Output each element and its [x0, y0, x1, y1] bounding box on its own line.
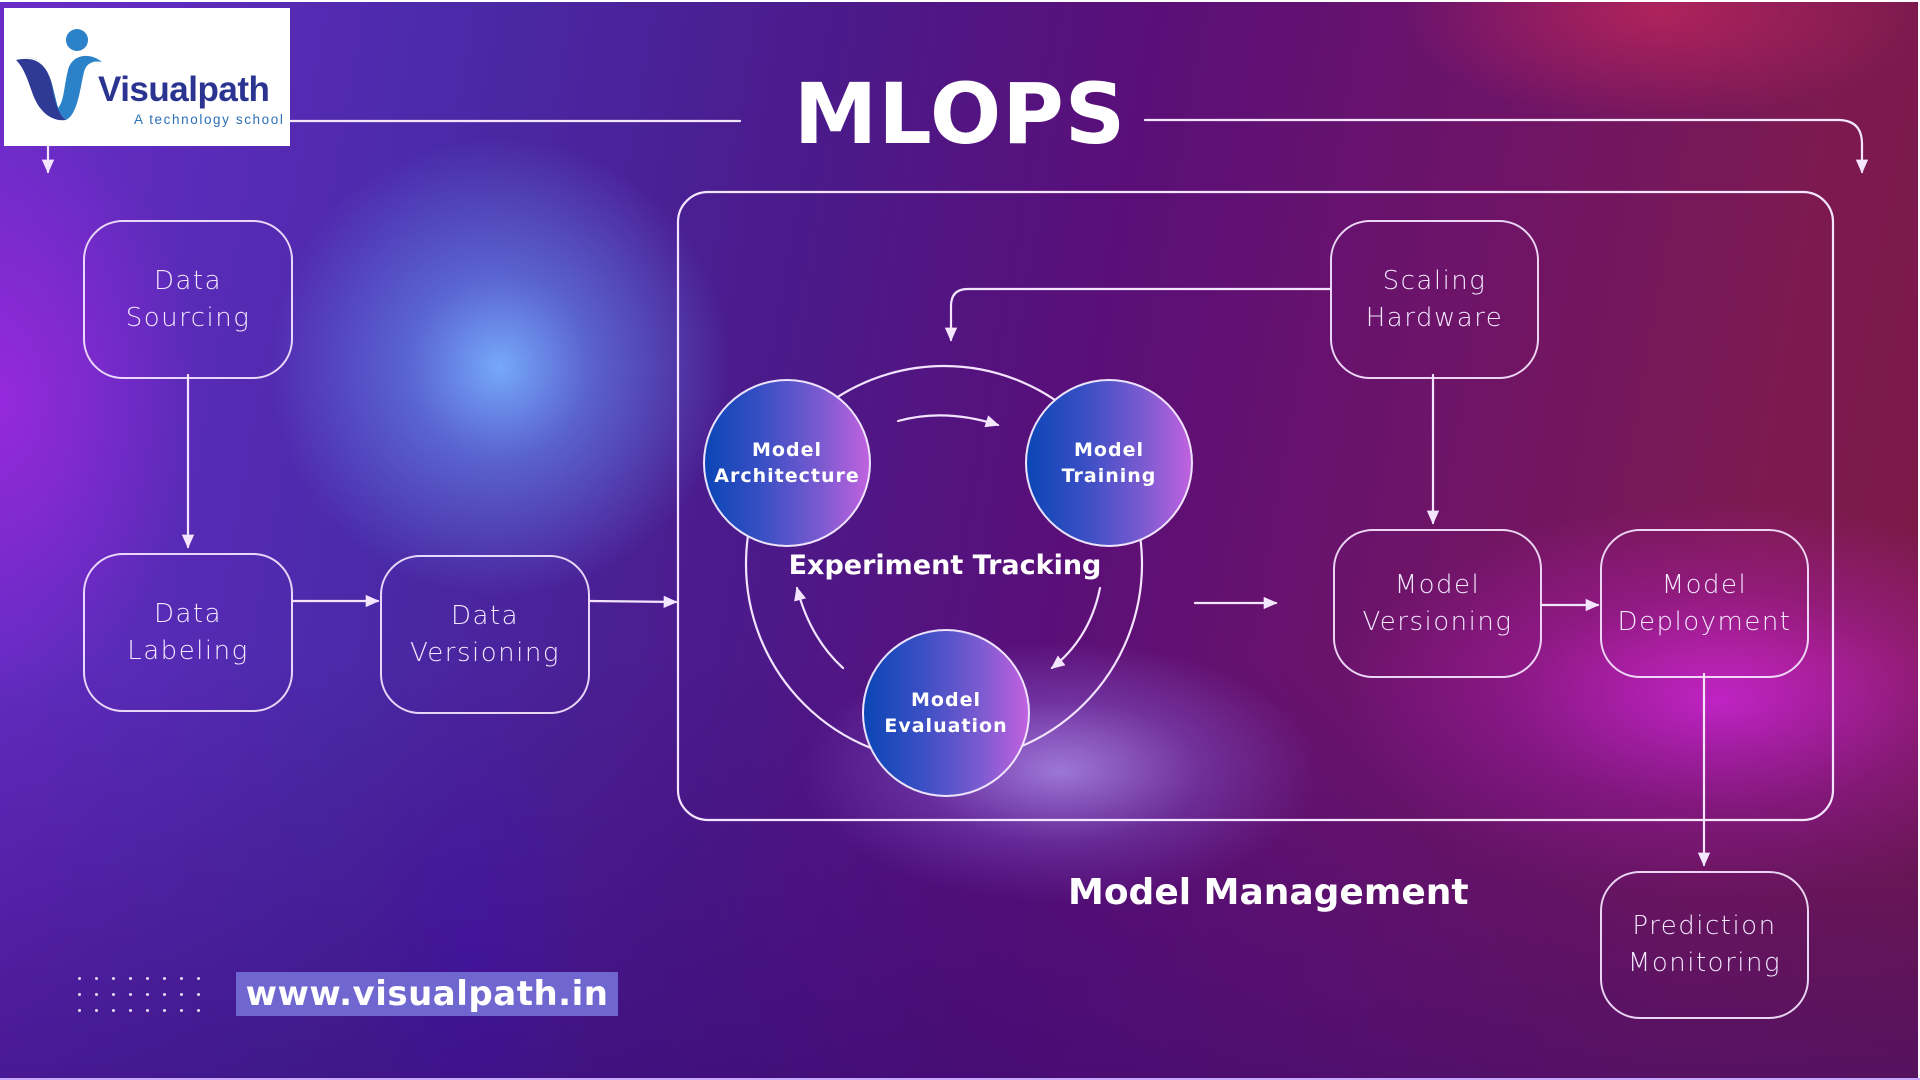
- dot: [78, 1009, 81, 1012]
- dot: [197, 993, 200, 996]
- node-label-line2: Sourcing: [125, 302, 251, 333]
- arrow-hardware-to-experiments: [944, 287, 1332, 342]
- node-data-versioning[interactable]: Data Versioning: [380, 555, 590, 714]
- logo-name: Visualpath: [98, 70, 270, 109]
- node-label-line2: Labeling: [127, 635, 249, 666]
- dot: [197, 977, 200, 980]
- dot: [95, 993, 98, 996]
- circle-label-line1: Model: [1074, 439, 1144, 461]
- dot: [95, 977, 98, 980]
- node-label-line1: Prediction: [1632, 911, 1777, 941]
- arrow-evaluation-to-architecture: [794, 586, 845, 670]
- node-label-line1: Data: [153, 598, 223, 629]
- dot: [197, 1009, 200, 1012]
- dot: [78, 977, 81, 980]
- visualpath-v-logo-icon: [16, 29, 102, 121]
- title-right-arrow: [1143, 118, 1869, 174]
- dot: [163, 977, 166, 980]
- node-data-sourcing[interactable]: Data Sourcing: [83, 220, 293, 379]
- node-label-line1: Data: [450, 600, 520, 631]
- node-label-line2: Versioning: [1362, 606, 1513, 637]
- circle-label-line2: Evaluation: [884, 715, 1008, 737]
- dot: [112, 1009, 115, 1012]
- dot: [146, 1009, 149, 1012]
- node-label-line2: Hardware: [1365, 302, 1504, 333]
- dot: [129, 977, 132, 980]
- node-label-line1: Scaling: [1382, 265, 1487, 296]
- visualpath-logo[interactable]: Visualpath A technology school: [4, 8, 290, 146]
- node-label-line1: Model: [1394, 569, 1481, 600]
- circle-label-line2: Training: [1061, 465, 1157, 487]
- model-management-label: Model Management: [1068, 872, 1469, 913]
- node-model-deployment[interactable]: Model Deployment: [1600, 529, 1809, 678]
- arrow-training-to-evaluation: [1050, 586, 1102, 670]
- logo-tagline: A technology school: [134, 112, 285, 127]
- model-management-container: [676, 190, 1835, 822]
- node-scaling-hardware[interactable]: Scaling Hardware: [1330, 220, 1539, 379]
- dot: [112, 977, 115, 980]
- circle-label-line1: Model: [752, 439, 822, 461]
- arrow-architecture-to-training: [896, 414, 1000, 428]
- dot: [146, 993, 149, 996]
- node-label-line1: Model: [1661, 569, 1748, 600]
- dot: [180, 1009, 183, 1012]
- dot: [180, 977, 183, 980]
- dot: [146, 977, 149, 980]
- node-prediction-monitoring[interactable]: Prediction Monitoring: [1600, 871, 1809, 1019]
- node-model-training[interactable]: Model Training: [1025, 379, 1193, 547]
- circle-label-line1: Model: [911, 689, 981, 711]
- bottom-border: [0, 1078, 1920, 1080]
- arrow-versioning-to-container: [588, 595, 678, 609]
- node-model-architecture[interactable]: Model Architecture: [703, 379, 871, 547]
- dot: [163, 1009, 166, 1012]
- dot: [112, 993, 115, 996]
- node-label-line2: Deployment: [1617, 606, 1792, 637]
- node-label-line2: Monitoring: [1627, 948, 1782, 978]
- node-data-labeling[interactable]: Data Labeling: [83, 553, 293, 712]
- dot: [78, 993, 81, 996]
- page-title: MLOPS: [793, 65, 1127, 163]
- dot: [180, 993, 183, 996]
- node-model-versioning[interactable]: Model Versioning: [1333, 529, 1542, 678]
- circle-label-line2: Architecture: [714, 465, 860, 487]
- dot-grid-decoration: [78, 977, 218, 1017]
- dot: [95, 1009, 98, 1012]
- node-model-evaluation[interactable]: Model Evaluation: [862, 629, 1030, 797]
- node-label-line2: Versioning: [410, 637, 560, 668]
- node-label-line1: Data: [153, 265, 223, 296]
- experiment-tracking-label: Experiment Tracking: [788, 550, 1102, 581]
- dot: [163, 993, 166, 996]
- dot: [129, 993, 132, 996]
- website-link[interactable]: www.visualpath.in: [236, 972, 618, 1016]
- dot: [129, 1009, 132, 1012]
